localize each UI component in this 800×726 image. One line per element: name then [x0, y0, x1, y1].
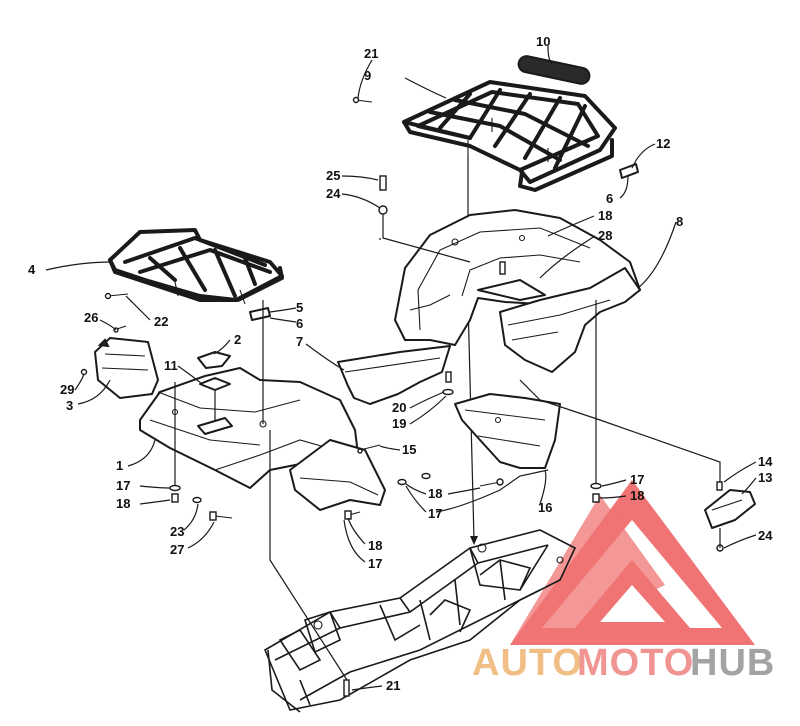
front-rack: [108, 228, 284, 305]
callout-21-top: 21: [364, 46, 378, 61]
callout-5: 5: [296, 300, 303, 315]
callout-29: 29: [60, 382, 74, 397]
callout-17-bottom: 17: [368, 556, 382, 571]
watermark-hub: HUB: [690, 642, 775, 684]
callout-12: 12: [656, 136, 670, 151]
watermark-auto: AUTO: [472, 642, 583, 684]
callout-7: 7: [296, 334, 303, 349]
callout-19: 19: [392, 416, 406, 431]
front-side-panel: [94, 337, 159, 399]
callout-23: 23: [170, 524, 184, 539]
rear-mud-panel: [454, 393, 561, 469]
callout-14: 14: [758, 454, 773, 469]
callout-1: 1: [116, 458, 123, 473]
callout-2: 2: [234, 332, 241, 347]
callout-16: 16: [538, 500, 552, 515]
hardware: [80, 96, 724, 697]
callout-6-left: 6: [296, 316, 303, 331]
callout-11: 11: [164, 358, 178, 373]
callout-28: 28: [598, 228, 612, 243]
callout-17-right: 17: [630, 472, 644, 487]
callout-18-bottom: 18: [368, 538, 382, 553]
fender-decal: [337, 345, 451, 405]
fuel-cap: [197, 351, 231, 369]
callout-10: 10: [536, 34, 550, 49]
callout-9: 9: [364, 68, 371, 83]
callout-24-top: 24: [326, 186, 341, 201]
callout-21-bottom: 21: [386, 678, 400, 693]
chassis-frame: [263, 529, 577, 713]
callout-labels: 4 21 9 10 12 6 25 24 18 28 8 22 5 6 26 2…: [28, 34, 773, 693]
rear-bracket: [704, 489, 756, 529]
watermark-moto: MOTO: [577, 642, 694, 684]
callout-17-left: 17: [116, 478, 130, 493]
callout-6-right: 6: [606, 191, 613, 206]
watermark-logo: [510, 480, 755, 645]
callout-20: 20: [392, 400, 406, 415]
callout-8: 8: [676, 214, 683, 229]
callout-17-mid: 17: [428, 506, 442, 521]
callout-15: 15: [402, 442, 416, 457]
rack-grip: [517, 55, 591, 85]
callout-18-right: 18: [630, 488, 644, 503]
callout-13: 13: [758, 470, 772, 485]
rear-rack: [402, 80, 617, 545]
callout-18-top: 18: [598, 208, 612, 223]
rear-side-fender: [499, 267, 641, 373]
callout-18-left: 18: [116, 496, 130, 511]
callout-27: 27: [170, 542, 184, 557]
watermark-text: AUTO MOTO HUB: [472, 642, 775, 684]
callout-18-mid: 18: [428, 486, 442, 501]
callout-4: 4: [28, 262, 36, 277]
callout-leaders: [45, 45, 757, 691]
front-splash-guard: [289, 439, 386, 511]
callout-24-right: 24: [758, 528, 773, 543]
callout-26: 26: [84, 310, 98, 325]
callout-25: 25: [326, 168, 340, 183]
callout-22: 22: [154, 314, 168, 329]
callout-3: 3: [66, 398, 73, 413]
cap-bezel: [199, 377, 231, 420]
